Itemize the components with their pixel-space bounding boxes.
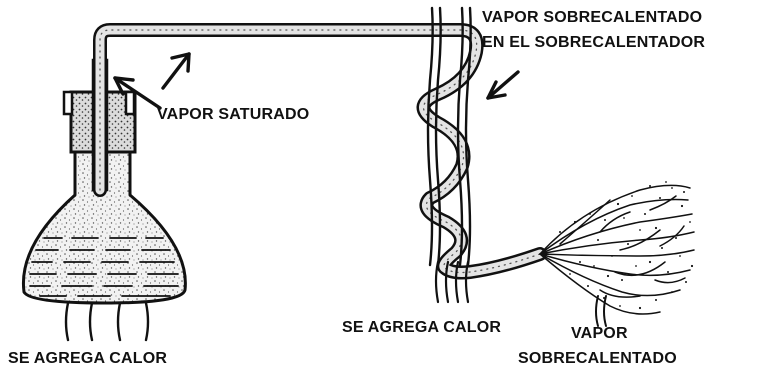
arrows <box>113 52 520 110</box>
label-vapor-saturado: VAPOR SATURADO <box>157 106 310 123</box>
label-vapor-output-line1: VAPOR <box>571 325 628 342</box>
superheater-flame <box>434 260 470 304</box>
flask-body <box>21 148 187 305</box>
label-vapor-sobrecalentado-line1: VAPOR SOBRECALENTADO <box>482 9 703 26</box>
flask-flame <box>64 301 150 342</box>
label-se-agrega-calor-superheater: SE AGREGA CALOR <box>342 319 502 336</box>
label-se-agrega-calor-flask: SE AGREGA CALOR <box>8 350 168 367</box>
flask-water <box>29 237 179 297</box>
superheater-heat-lines <box>426 6 472 267</box>
arrow-to-stopper <box>113 76 162 110</box>
vapor-spray-speckle <box>559 181 694 310</box>
arrow-up-pipe <box>161 52 191 90</box>
arrow-to-coil <box>486 70 520 100</box>
vapor-exit-flame <box>595 295 607 327</box>
superheated-vapor-spray <box>539 184 695 315</box>
label-vapor-output-line2: SOBRECALENTADO <box>518 350 677 367</box>
label-vapor-sobrecalentado-line2: EN EL SOBRECALENTADOR <box>482 34 706 51</box>
